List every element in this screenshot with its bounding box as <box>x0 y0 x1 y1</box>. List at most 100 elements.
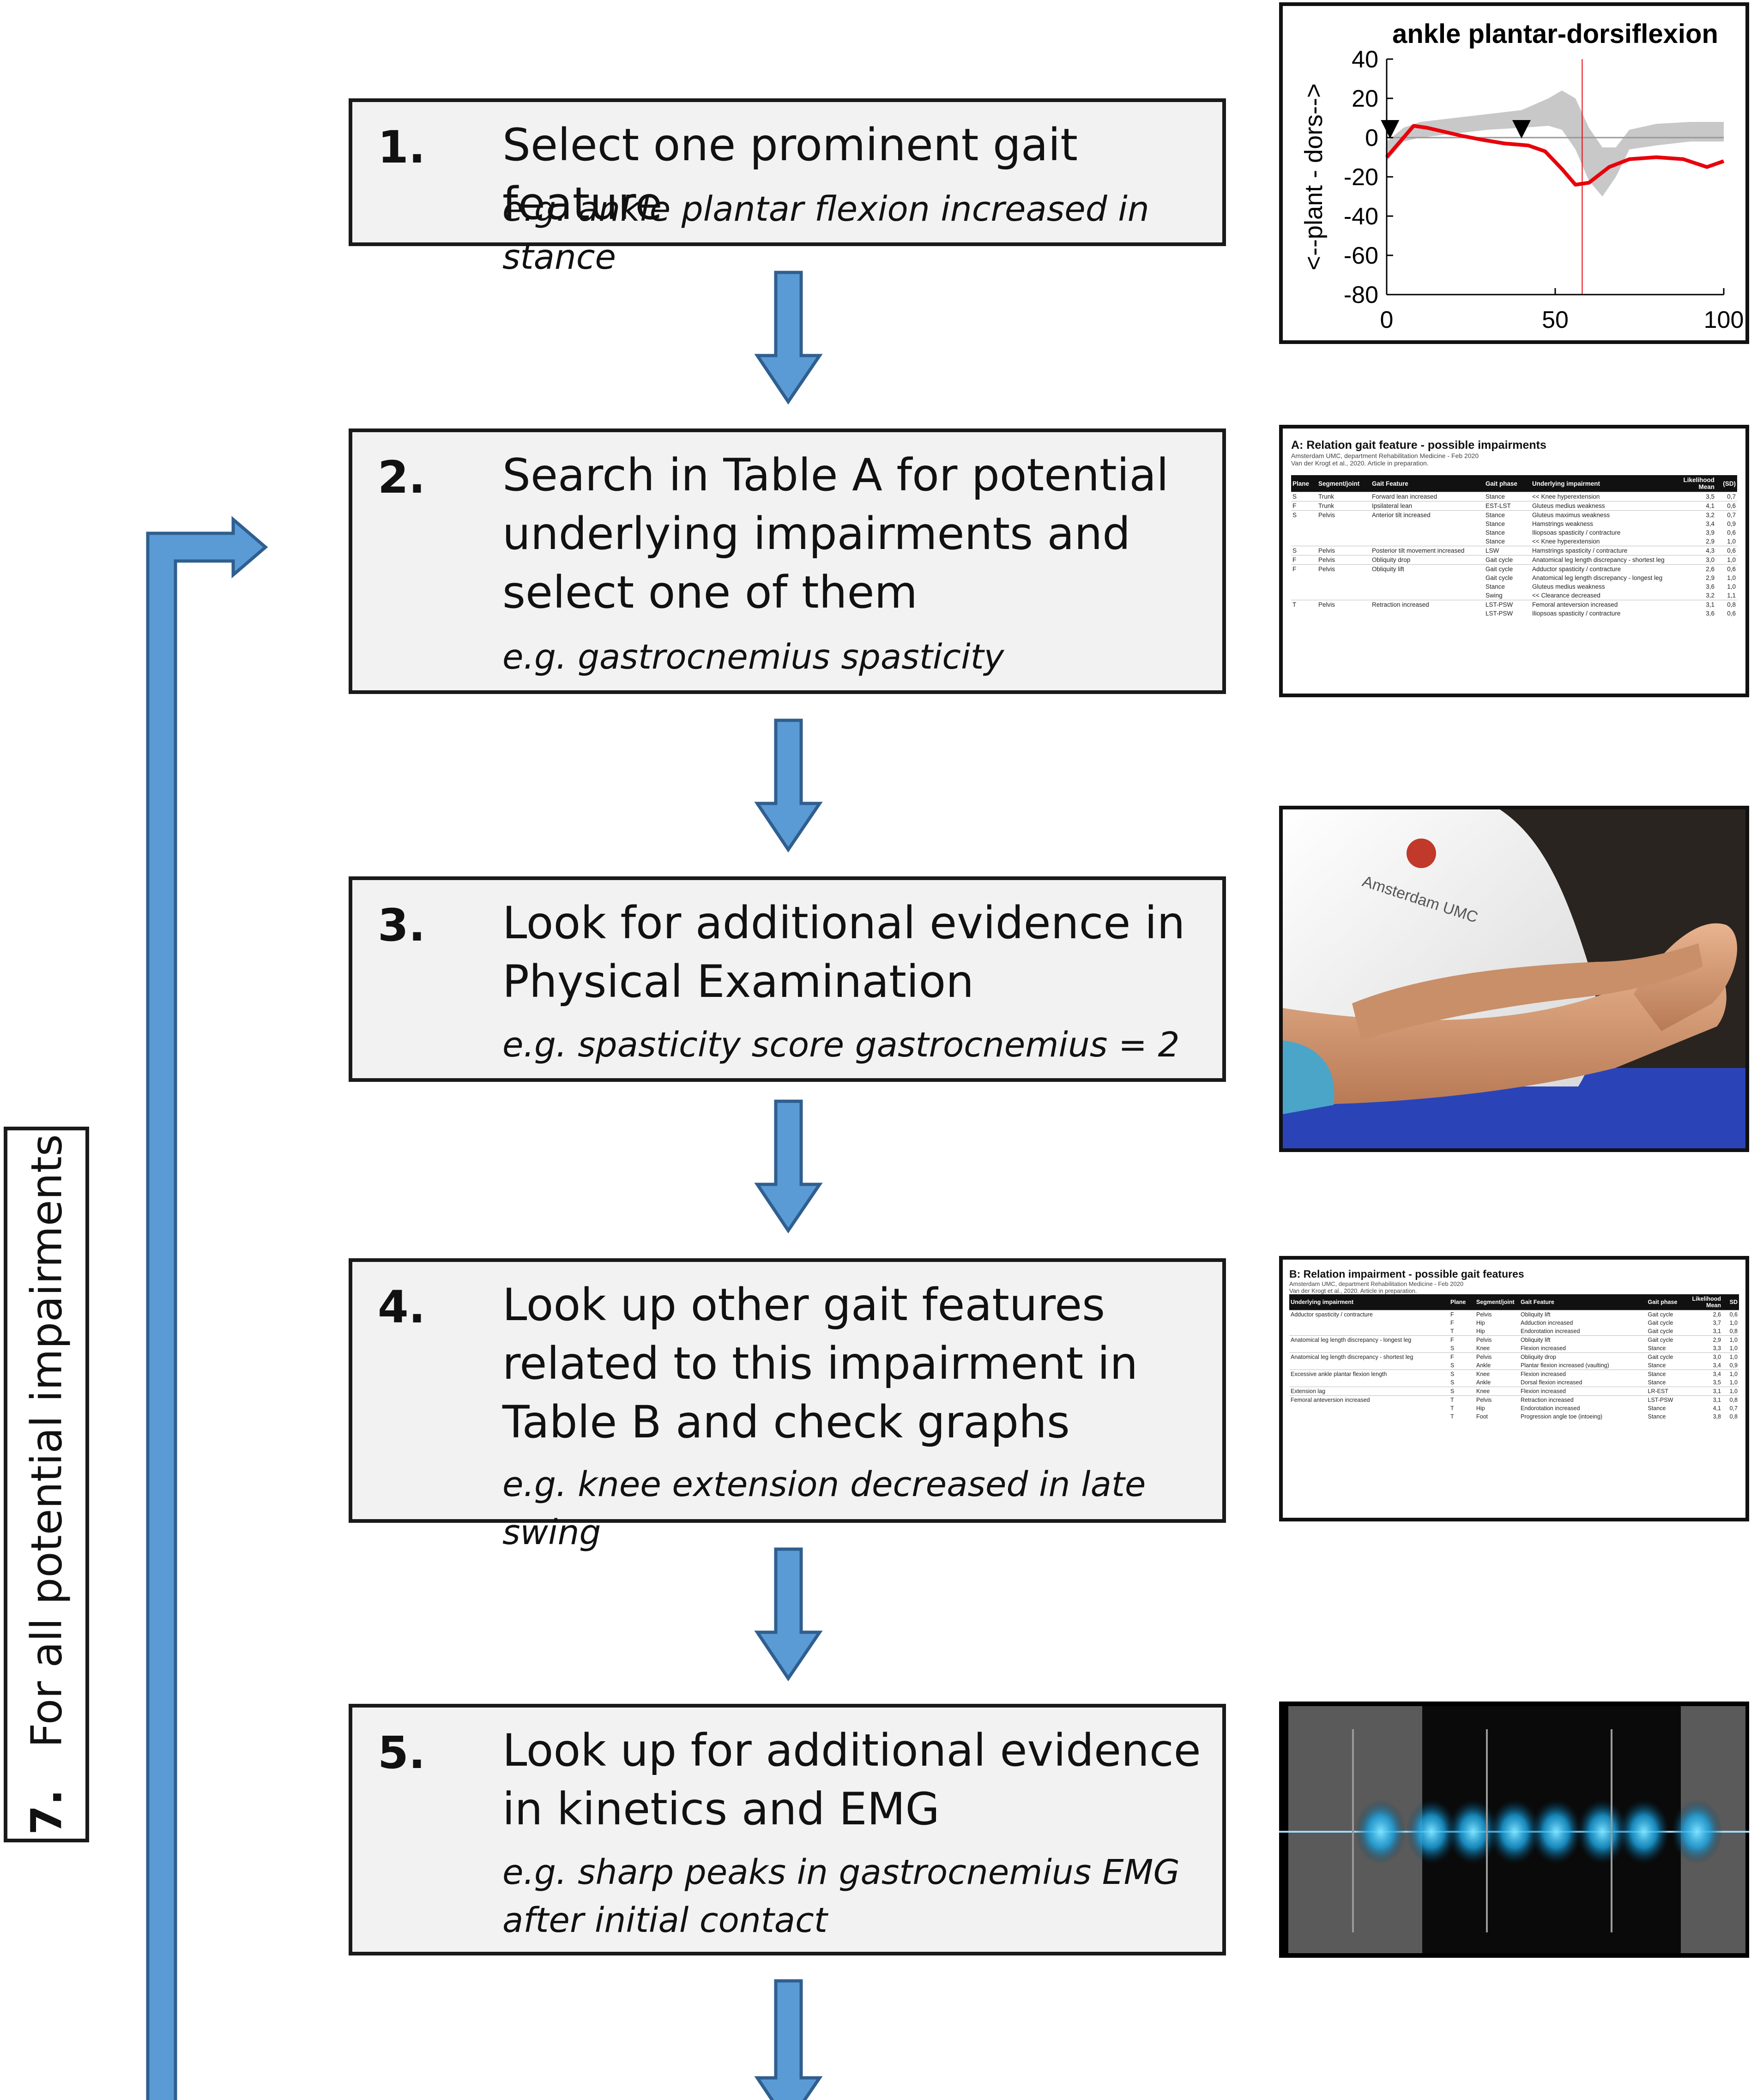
table-b-cell: Anatomical leg length discrepancy - shor… <box>1291 1354 1413 1360</box>
table-a-cell: S <box>1292 493 1297 500</box>
table-b-cell <box>1289 1378 1449 1387</box>
table-b-cell: Gait cycle <box>1648 1311 1673 1318</box>
y-tick-label: 40 <box>1352 46 1378 73</box>
down-arrow-4 <box>754 1547 823 1682</box>
table-a-cell: 0,6 <box>1727 610 1736 617</box>
table-b-cell <box>1289 1361 1449 1370</box>
table-b-cell: Obliquity drop <box>1521 1354 1557 1360</box>
table-a-cell: F <box>1292 502 1297 509</box>
table-b-cell: Hip <box>1476 1320 1485 1326</box>
y-tick-label: -20 <box>1344 164 1378 191</box>
table-a-cell <box>1317 537 1371 546</box>
table-b-cell: 2,9 <box>1713 1337 1721 1343</box>
patient-leg <box>1283 948 1727 1105</box>
table-b-cell: 1,0 <box>1729 1379 1738 1386</box>
table-a-cell: Stance <box>1485 583 1505 590</box>
y-tick-label: -40 <box>1344 203 1378 230</box>
table-a-cell: 0,6 <box>1727 529 1736 536</box>
patient-curve <box>1385 124 1725 187</box>
emg-burst <box>1489 1799 1540 1864</box>
table-b-cell: T <box>1450 1328 1454 1334</box>
table-a-cell: 4,3 <box>1706 547 1715 554</box>
table-a-cell: Gait cycle <box>1485 566 1513 573</box>
step-4-box: 4. Look up other gait features related t… <box>349 1258 1226 1552</box>
table-a-cell <box>1371 591 1484 600</box>
step-2-number: 2. <box>378 452 426 503</box>
table-a-cell: Anterior tilt increased <box>1372 512 1431 519</box>
table-a-cell: 3,6 <box>1706 583 1715 590</box>
table-b-cell <box>1289 1327 1449 1336</box>
table-b-cell: S <box>1450 1345 1455 1352</box>
table-b-cell: F <box>1450 1311 1454 1318</box>
table-b-cell: T <box>1450 1397 1454 1403</box>
x-tick-label: 50 <box>1542 307 1569 333</box>
table-a-cell: Pelvis <box>1318 556 1335 563</box>
emg-burst <box>1577 1799 1628 1864</box>
table-a-cell: Stance <box>1485 512 1505 519</box>
event-marker <box>1381 120 1400 139</box>
table-b-cell: 0,6 <box>1729 1311 1738 1318</box>
table-a-panel: A: Relation gait feature - possible impa… <box>1279 425 1749 697</box>
table-b-cell <box>1289 1344 1449 1353</box>
table-a-cell <box>1371 528 1484 537</box>
table-a-cell: 2,9 <box>1706 574 1715 581</box>
table-a-cell: Gluteus maximus weakness <box>1532 512 1610 519</box>
table-a-cell: 0,8 <box>1727 601 1736 608</box>
step-3-example: e.g. spasticity score gastrocnemius = 2 <box>502 1025 1180 1065</box>
table-a-cell: << Knee hyperextension <box>1532 538 1600 545</box>
table-b-cell: Progression angle toe (intoeing) <box>1521 1413 1603 1420</box>
step-4-number: 4. <box>378 1281 426 1333</box>
ankle-chart-panel: ankle plantar-dorsiflexion <--plant - do… <box>1279 2 1749 344</box>
table-b-cell: 4,1 <box>1713 1405 1721 1412</box>
table-a-cell <box>1371 582 1484 591</box>
table-b-cell: Foot <box>1476 1413 1488 1420</box>
table-b-cell: Pelvis <box>1476 1311 1492 1318</box>
table-b-cell: 3,1 <box>1713 1397 1721 1403</box>
step-2-example: e.g. gastrocnemius spasticity <box>502 637 1004 677</box>
table-b-cell: Gait cycle <box>1648 1320 1673 1326</box>
table-b-cell: Ankle <box>1476 1379 1491 1386</box>
table-b-cell: LST-PSW <box>1648 1397 1673 1403</box>
step-7-side-box: 7.For all potential impairments <box>4 1127 89 1842</box>
table-a-cell: Posterior tilt movement increased <box>1372 547 1465 554</box>
table-a-cell <box>1371 573 1484 582</box>
table-b-cell: 1,0 <box>1729 1320 1738 1326</box>
table-a-cell: Gluteus medius weakness <box>1532 583 1605 590</box>
table-b-cell: Adduction increased <box>1521 1320 1573 1326</box>
y-tick-label: 20 <box>1352 85 1378 112</box>
table-b-cell: 3,4 <box>1713 1371 1721 1377</box>
table-b-cell: Flexion increased <box>1521 1388 1566 1394</box>
emg-panel <box>1279 1702 1749 1958</box>
table-a-cell: 3,2 <box>1706 512 1715 519</box>
table-a-header: Gait phase <box>1485 480 1518 487</box>
table-b-cell: Femoral anteversion increased <box>1291 1397 1370 1403</box>
table-b-cell: S <box>1450 1362 1455 1369</box>
table-b-cell: Plantar flexion increased (vaulting) <box>1521 1362 1609 1369</box>
table-a-cell <box>1291 573 1317 582</box>
table-b-cell: 3,0 <box>1713 1354 1721 1360</box>
step-1-box: 1. Select one prominent gait feature e.g… <box>349 98 1226 277</box>
table-a-cell: F <box>1292 566 1297 573</box>
table-a-cell <box>1291 528 1317 537</box>
y-tick-label: -80 <box>1344 282 1378 308</box>
table-b-cell: F <box>1450 1337 1454 1343</box>
step-3-box: 3. Look for additional evidence in Physi… <box>349 876 1226 1082</box>
table-a-cell: 1,0 <box>1727 556 1736 563</box>
table-b-cell: Obliquity lift <box>1521 1311 1551 1318</box>
table-b-cell: 1,0 <box>1729 1388 1738 1394</box>
table-b-cell: Anatomical leg length discrepancy - long… <box>1291 1337 1412 1343</box>
table-a-cell: EST-LST <box>1485 502 1511 509</box>
emg-burst <box>1406 1799 1457 1864</box>
table-b-cell: Pelvis <box>1476 1337 1492 1343</box>
table-a-header: Likelihood Mean <box>1683 477 1715 490</box>
